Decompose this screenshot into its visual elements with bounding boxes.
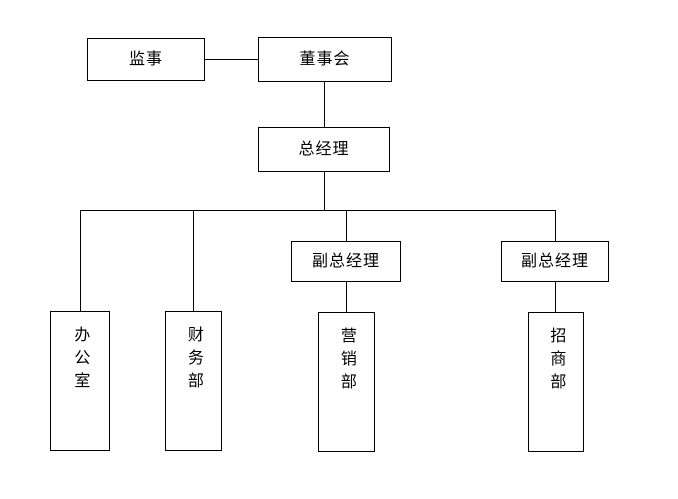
node-board-of-directors[interactable]: 董事会	[258, 37, 392, 82]
node-finance-department-label: 财务部	[184, 326, 204, 395]
node-marketing-department-label: 营销部	[337, 327, 357, 396]
connector-deputy-manager-2-to-investment	[555, 282, 556, 312]
node-supervisor[interactable]: 监事	[87, 38, 205, 81]
node-supervisor-label: 监事	[128, 49, 163, 69]
connector-general-manager-to-bus	[324, 172, 325, 211]
connector-horizontal-bus	[80, 210, 556, 211]
connector-supervisor-to-board	[205, 59, 259, 60]
node-deputy-general-manager-2[interactable]: 副总经理	[501, 241, 609, 282]
connector-bus-to-office	[80, 210, 81, 311]
connector-board-to-general-manager	[324, 82, 325, 127]
connector-bus-to-deputy-manager-2	[555, 210, 556, 241]
node-deputy-general-manager-2-label: 副总经理	[520, 251, 589, 271]
node-investment-department-label: 招商部	[547, 327, 567, 396]
node-general-manager[interactable]: 总经理	[258, 127, 390, 172]
node-deputy-general-manager-1[interactable]: 副总经理	[291, 241, 401, 282]
node-finance-department[interactable]: 财务部	[165, 311, 222, 451]
node-deputy-general-manager-1-label: 副总经理	[311, 251, 380, 271]
node-office-label: 办公室	[71, 326, 91, 395]
node-office[interactable]: 办公室	[50, 311, 110, 451]
connector-bus-to-deputy-manager-1	[346, 210, 347, 241]
node-investment-department[interactable]: 招商部	[528, 312, 584, 452]
node-general-manager-label: 总经理	[298, 139, 350, 159]
node-board-of-directors-label: 董事会	[299, 49, 351, 69]
node-marketing-department[interactable]: 营销部	[318, 312, 375, 452]
connector-bus-to-finance	[193, 210, 194, 311]
connector-deputy-manager-1-to-marketing	[346, 282, 347, 312]
